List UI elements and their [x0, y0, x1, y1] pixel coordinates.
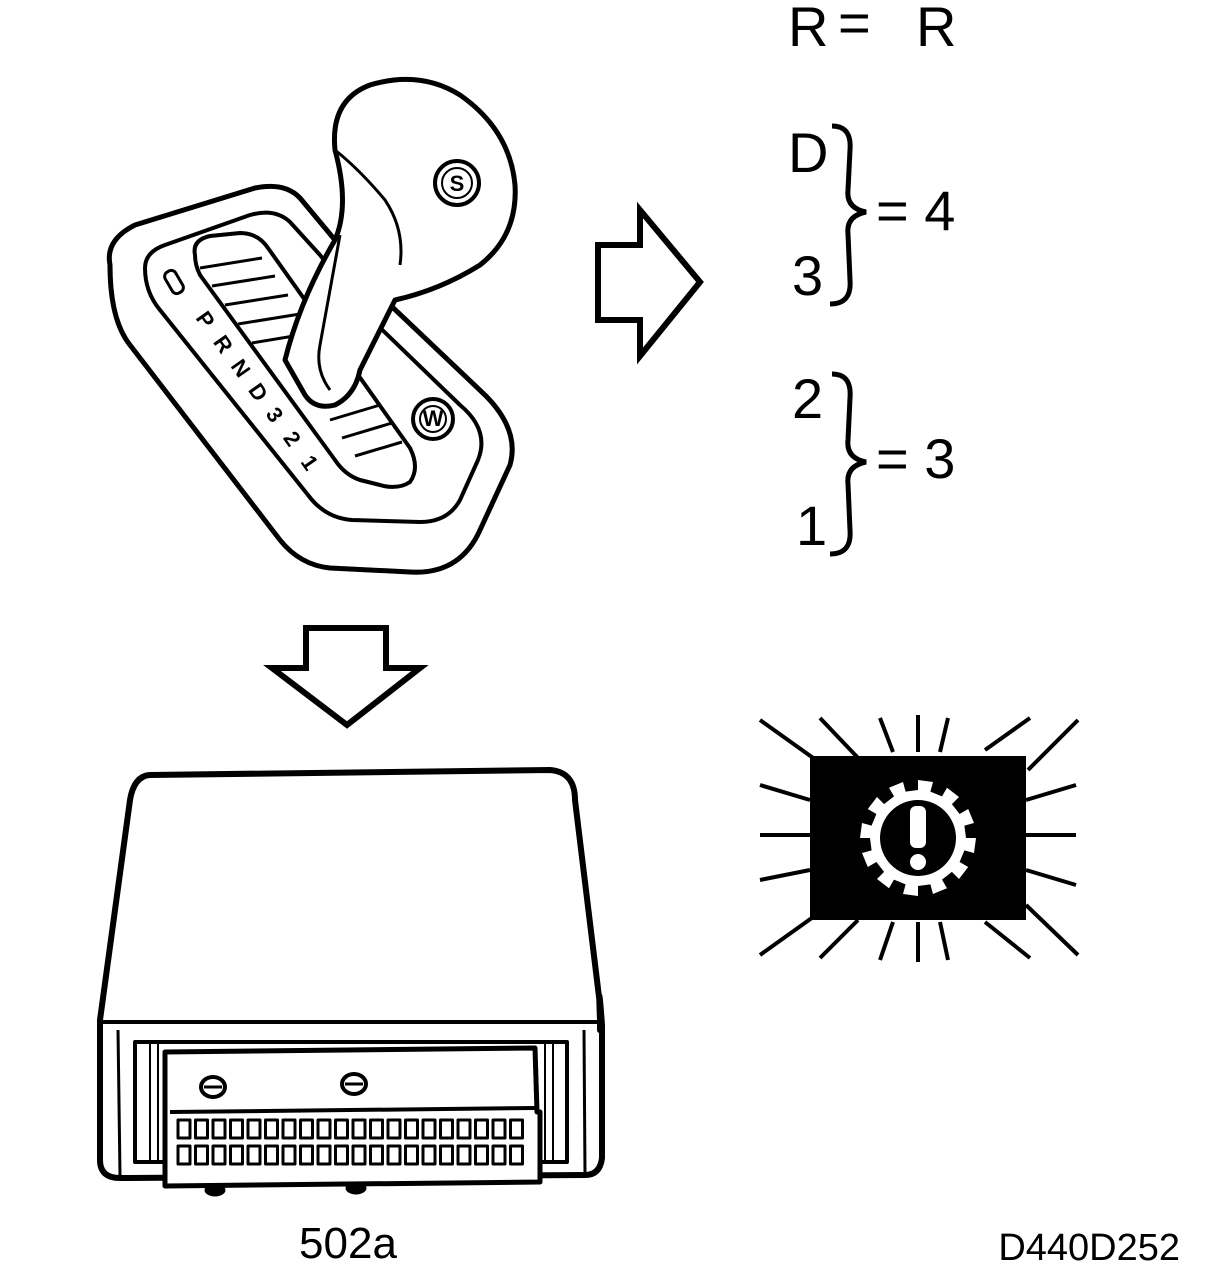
mapping-r-left: R — [788, 0, 828, 58]
lamp-ray — [1026, 718, 1080, 772]
connector-pin — [351, 1118, 367, 1140]
connector-pin — [456, 1118, 472, 1140]
mapping-group1-bottom: 3 — [792, 244, 823, 307]
ecu-front-edge-2 — [116, 1029, 122, 1176]
pin-rail — [169, 1106, 536, 1114]
figure-code-label: D440D252 — [998, 1227, 1180, 1269]
connector-pin — [369, 1118, 384, 1140]
connector-pin — [509, 1144, 524, 1166]
connector-pins — [169, 1106, 536, 1166]
right-arrow-icon — [595, 201, 704, 365]
connector-screw — [199, 1075, 227, 1099]
connector-pin — [246, 1144, 262, 1166]
connector-pin — [369, 1144, 384, 1166]
lamp-ray — [983, 920, 1032, 960]
connector-feet — [204, 1181, 367, 1197]
mapping-r-right: R — [916, 0, 956, 58]
connector-pin — [211, 1144, 227, 1166]
connector-pin — [281, 1144, 297, 1166]
connector-pin — [264, 1144, 279, 1166]
gear-warning-icon — [860, 780, 976, 896]
lamp-ray — [878, 717, 895, 753]
connector-pin — [316, 1118, 332, 1140]
connector-pin — [229, 1144, 244, 1166]
lever-stem-edge — [317, 234, 342, 391]
lamp-ray — [759, 868, 811, 882]
connector-pin — [421, 1144, 437, 1166]
lamp-ray — [1025, 868, 1077, 887]
connector-pin — [229, 1118, 244, 1140]
down-arrow-icon — [263, 625, 429, 729]
connector-pin — [351, 1144, 367, 1166]
connector-pin — [281, 1118, 297, 1140]
connector-pin — [491, 1118, 507, 1140]
connector-pin — [386, 1118, 402, 1140]
connector-pin — [404, 1144, 419, 1166]
connector-pin — [246, 1118, 262, 1140]
lamp-ray — [938, 921, 950, 961]
transmission-warning-lamp — [758, 715, 1080, 962]
connector-pin — [439, 1144, 454, 1166]
s-button-label: S — [450, 171, 465, 196]
mapping-group2-bottom: 1 — [796, 494, 827, 557]
connector-pin — [509, 1118, 524, 1140]
connector-pin — [176, 1118, 192, 1140]
lamp-ray — [1024, 903, 1080, 957]
lamp-ray — [983, 716, 1032, 752]
connector-pin — [404, 1118, 419, 1140]
lamp-ray — [1025, 783, 1077, 802]
gear-mapping: R = R D 3 = 4 2 1 = 3 — [788, 0, 956, 557]
mapping-group1-result: = 4 — [876, 179, 955, 242]
lamp-ray — [818, 716, 862, 762]
connector-pin — [176, 1144, 192, 1166]
connector-pin — [456, 1144, 472, 1166]
connector-pin — [386, 1144, 402, 1166]
ecu-code-label: 502a — [299, 1219, 397, 1268]
connector-pin — [211, 1118, 227, 1140]
slot-ribs — [199, 256, 403, 458]
connector-screw — [340, 1072, 368, 1096]
mapping-group2-top: 2 — [792, 367, 823, 430]
connector-pin — [334, 1118, 349, 1140]
ecu-front-edge-3 — [582, 1029, 587, 1176]
lock-mark — [163, 268, 185, 296]
w-button: W — [411, 397, 455, 441]
lamp-ray — [938, 717, 950, 753]
s-button: S — [433, 159, 481, 207]
connector-pin — [299, 1144, 314, 1166]
group1-brace — [829, 123, 867, 307]
connector-pin — [421, 1118, 437, 1140]
w-button-label: W — [423, 406, 444, 431]
connector-pin — [194, 1118, 209, 1140]
mapping-group2-result: = 3 — [876, 427, 955, 490]
connector-pin — [474, 1118, 489, 1140]
mapping-r-equals: = — [838, 0, 871, 54]
lamp-ray — [759, 783, 811, 802]
connector-pin — [491, 1144, 507, 1166]
connector-pin — [299, 1118, 314, 1140]
connector-pin — [264, 1118, 279, 1140]
group2-brace — [829, 371, 867, 557]
connector-pin — [316, 1144, 332, 1166]
gear-selector — [106, 76, 518, 575]
connector-pin — [194, 1144, 209, 1166]
lamp-ray — [818, 918, 860, 960]
connector-pin — [439, 1118, 454, 1140]
connector-pin — [334, 1144, 349, 1166]
lever-grip-line — [334, 148, 403, 266]
control-unit — [97, 767, 605, 1197]
connector-pin — [474, 1144, 489, 1166]
lamp-ray — [878, 921, 895, 961]
mapping-group1-top: D — [788, 121, 828, 184]
